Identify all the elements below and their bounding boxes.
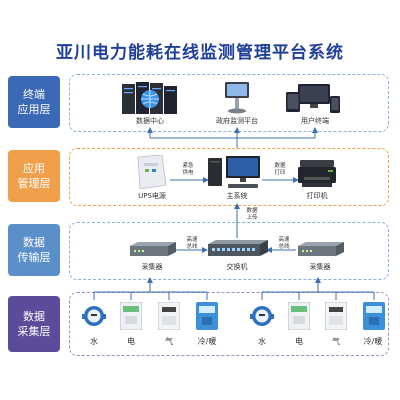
data-upload-label: 数据 上传: [246, 208, 258, 221]
page-title: 亚川电力能耗在线监测管理平台系统: [56, 43, 344, 63]
gas-meter-icon: [158, 302, 180, 330]
electric-meter-icon: [120, 302, 142, 330]
layer-label-collection: 数据 采集层: [8, 296, 60, 352]
meter-label-gas-right: 气: [332, 337, 340, 346]
water-meter-icon: [82, 306, 106, 326]
meter-label-electric-left: 电: [127, 337, 135, 346]
meter-label-gas-left: 气: [165, 337, 173, 346]
collector-left-label: 采集器: [141, 263, 163, 271]
kiosk-terminal-icon: [225, 82, 249, 114]
collector-right-icon: [298, 242, 344, 256]
meter-label-water-left: 水: [90, 337, 98, 346]
main-system-label: 主系统: [226, 192, 248, 200]
meter-label-heat-left: 冷/暖: [197, 337, 217, 346]
layer-label-terminal: 终端 应用层: [8, 76, 60, 128]
gas-meter-icon: [325, 302, 347, 330]
user-devices-icon: [286, 84, 340, 113]
electric-meter-icon: [288, 302, 310, 330]
heat-meter-icon: [363, 302, 385, 330]
meter-label-water-right: 水: [258, 337, 266, 346]
water-meter-icon: [250, 306, 274, 326]
data-print-label: 数据 打印: [274, 163, 286, 176]
user-terminal-label: 用户终端: [301, 117, 329, 125]
meter-label-heat-right: 冷/暖: [363, 337, 383, 346]
server-rack-icon: [122, 82, 177, 114]
ups-label: UPS电源: [138, 192, 166, 200]
bus-right-label: 高速 总线: [278, 237, 290, 250]
meter-label-electric-right: 电: [295, 337, 303, 346]
layer-label-management: 应用 管理层: [8, 150, 60, 202]
main-system-computer-icon: [208, 156, 260, 188]
gov-platform-label: 政府监测平台: [216, 117, 258, 125]
printer-icon: [298, 160, 336, 187]
collector-right-label: 采集器: [309, 263, 331, 271]
switch-label: 交换机: [226, 263, 248, 271]
data-center-label: 数据中心: [136, 117, 164, 125]
ups-icon: [137, 155, 167, 189]
printer-label: 打印机: [306, 192, 328, 200]
switch-icon: [208, 240, 268, 256]
collector-left-icon: [130, 242, 176, 256]
heat-meter-icon: [196, 302, 218, 330]
layer-label-transport: 数据 传输层: [8, 224, 60, 276]
bus-left-label: 高速 总线: [186, 237, 198, 250]
emergency-power-label: 紧急 供电: [182, 163, 194, 176]
